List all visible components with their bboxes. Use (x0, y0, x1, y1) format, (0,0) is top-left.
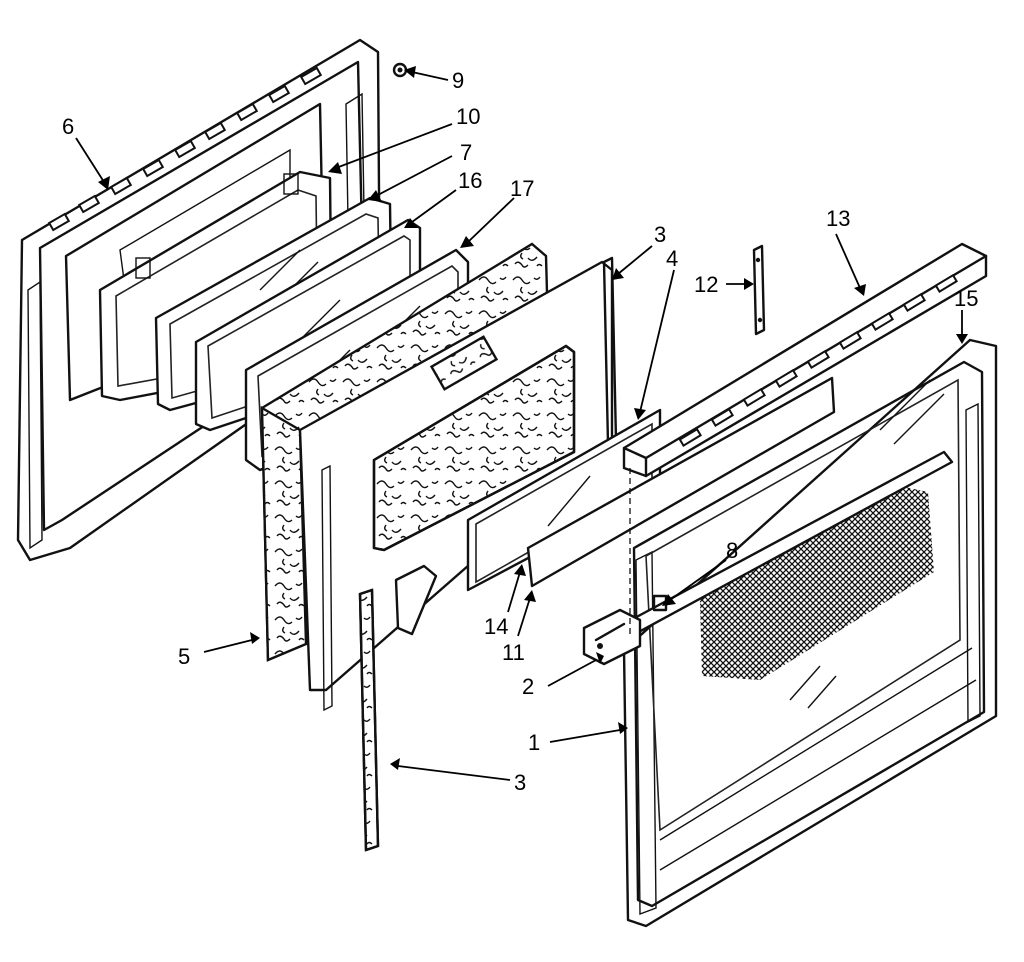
hinge-part-2 (582, 608, 642, 666)
callout-5: 5 (178, 644, 190, 669)
callout-labels: 9 6 10 7 16 17 3 4 12 13 15 8 14 11 5 2 … (62, 68, 978, 795)
callout-1: 1 (528, 730, 540, 755)
door-glass-part-15 (645, 378, 961, 832)
bracket-part-12 (752, 244, 766, 336)
callout-11: 11 (502, 640, 525, 665)
trim-part-11 (526, 376, 836, 588)
callout-10: 10 (456, 104, 480, 129)
callout-9: 9 (452, 68, 464, 93)
callout-2: 2 (522, 674, 534, 699)
vent-rail-part-13 (622, 242, 988, 478)
callout-8: 8 (726, 538, 738, 563)
rail-vent-slots (678, 273, 959, 447)
liner-top-slots (47, 66, 323, 232)
callout-14: 14 (484, 614, 508, 639)
door-strip-part-3-vertical (358, 588, 380, 852)
callout-7: 7 (460, 140, 472, 165)
callout-17: 17 (510, 176, 534, 201)
inner-baffle-panel (298, 260, 614, 712)
callout-16: 16 (458, 168, 482, 193)
callout-3-top: 3 (654, 222, 666, 247)
callout-15: 15 (954, 286, 978, 311)
callout-12: 12 (694, 272, 718, 297)
callout-6: 6 (62, 114, 74, 139)
callout-4: 4 (666, 246, 678, 271)
callout-3-bottom: 3 (514, 770, 526, 795)
callout-13: 13 (826, 206, 850, 231)
leader-lines (75, 66, 968, 781)
